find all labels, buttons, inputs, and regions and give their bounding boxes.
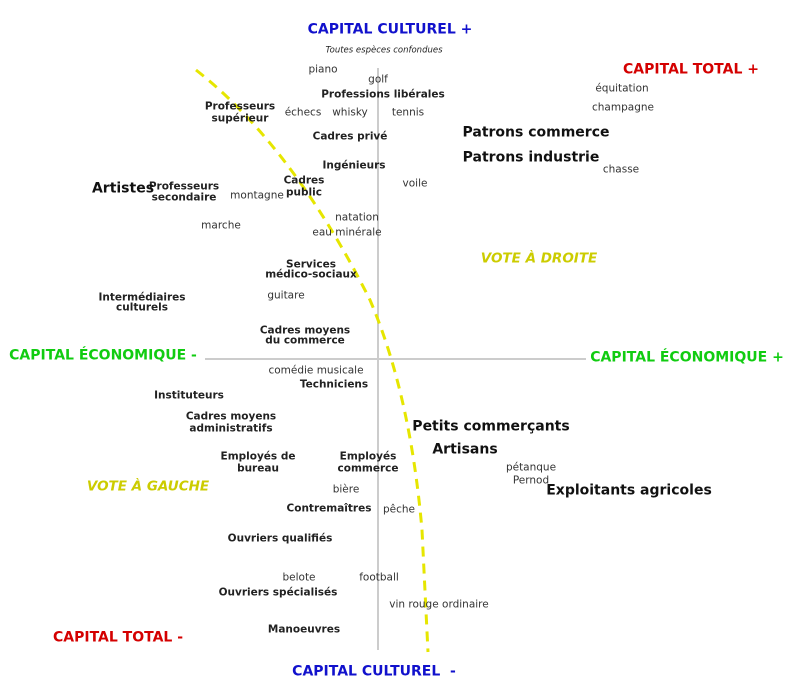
profession-label-large: Patrons industrie bbox=[462, 149, 600, 166]
profession-label: Employés bbox=[339, 450, 397, 463]
profession-label: secondaire bbox=[151, 191, 217, 204]
minus-sign: - bbox=[450, 663, 456, 680]
axis-label-text: CAPITAL CULTUREL bbox=[292, 663, 441, 680]
profession-label: Ingénieurs bbox=[322, 159, 386, 172]
axis-label-culturel-minus: CAPITAL CULTUREL - bbox=[292, 663, 456, 680]
practice-label: comédie musicale bbox=[268, 364, 364, 377]
profession-label: Techniciens bbox=[299, 378, 369, 391]
practice-label: bière bbox=[332, 483, 360, 496]
profession-label: Cadres moyens bbox=[259, 324, 351, 337]
axis-label-culturel-plus: CAPITAL CULTUREL + bbox=[307, 21, 473, 38]
practice-label: marche bbox=[201, 219, 241, 232]
practice-label: chasse bbox=[602, 163, 640, 176]
profession-label: Professions libérales bbox=[321, 88, 445, 101]
profession-label: Professeurs bbox=[204, 100, 276, 113]
profession-label-large: Artistes bbox=[91, 180, 155, 197]
vote-gauche-label: VOTE À GAUCHE bbox=[86, 478, 210, 495]
profession-label-large: Exploitants agricoles bbox=[546, 482, 712, 499]
profession-label: Manoeuvres bbox=[267, 623, 341, 636]
practice-label: belote bbox=[282, 571, 316, 584]
practice-label: montagne bbox=[230, 189, 284, 202]
practice-label: eau minérale bbox=[312, 226, 382, 239]
profession-label: Cadres bbox=[283, 174, 325, 187]
profession-label: supérieur bbox=[211, 112, 269, 125]
practice-label: Pernod bbox=[512, 474, 550, 487]
practice-label: échecs bbox=[284, 106, 322, 119]
axis-label-total-minus: CAPITAL TOTAL - bbox=[52, 629, 184, 646]
practice-label: football bbox=[359, 571, 399, 584]
axis-label-total-plus: CAPITAL TOTAL + bbox=[623, 61, 759, 78]
practice-label: guitare bbox=[267, 289, 305, 302]
practice-label: vin rouge ordinaire bbox=[389, 598, 489, 611]
practice-label: pétanque bbox=[505, 461, 557, 474]
profession-label: Services bbox=[286, 258, 336, 271]
profession-label: Cadres privé bbox=[312, 130, 388, 143]
axis-label-eco-plus: CAPITAL ÉCONOMIQUE + bbox=[590, 349, 784, 366]
political-divide-line bbox=[195, 68, 430, 653]
profession-label-large: Artisans bbox=[432, 441, 498, 458]
profession-label: médico-sociaux bbox=[265, 268, 357, 281]
practice-label: golf bbox=[368, 73, 388, 86]
profession-label: commerce bbox=[337, 462, 399, 475]
practice-label: piano bbox=[308, 63, 338, 76]
profession-label: culturels bbox=[116, 301, 168, 314]
profession-label: du commerce bbox=[265, 334, 345, 347]
profession-label: Contremaîtres bbox=[286, 502, 372, 515]
axis-label-eco-minus: CAPITAL ÉCONOMIQUE - bbox=[9, 347, 197, 364]
vote-droite-label: VOTE À DROITE bbox=[480, 250, 598, 267]
profession-label: Ouvriers spécialisés bbox=[218, 586, 338, 599]
practice-label: pêche bbox=[382, 503, 416, 516]
practice-label: voile bbox=[402, 177, 428, 190]
profession-label: administratifs bbox=[189, 422, 273, 435]
profession-label: Instituteurs bbox=[154, 389, 224, 402]
profession-label: Employés de bbox=[220, 450, 296, 463]
practice-label: natation bbox=[335, 211, 379, 224]
profession-label: public bbox=[286, 186, 322, 199]
profession-label: Intermédiaires bbox=[98, 291, 186, 304]
subtitle: Toutes espèces confondues bbox=[325, 45, 443, 56]
practice-label: champagne bbox=[592, 101, 654, 114]
profession-label: Cadres moyens bbox=[185, 410, 277, 423]
profession-label: bureau bbox=[237, 462, 279, 475]
practice-label: whisky bbox=[332, 106, 368, 119]
profession-label-large: Petits commerçants bbox=[412, 418, 570, 435]
profession-label-large: Patrons commerce bbox=[462, 124, 610, 141]
practice-label: équitation bbox=[595, 82, 649, 95]
profession-label: Professeurs bbox=[148, 180, 220, 193]
profession-label: Ouvriers qualifiés bbox=[227, 532, 333, 545]
practice-label: tennis bbox=[391, 106, 425, 119]
